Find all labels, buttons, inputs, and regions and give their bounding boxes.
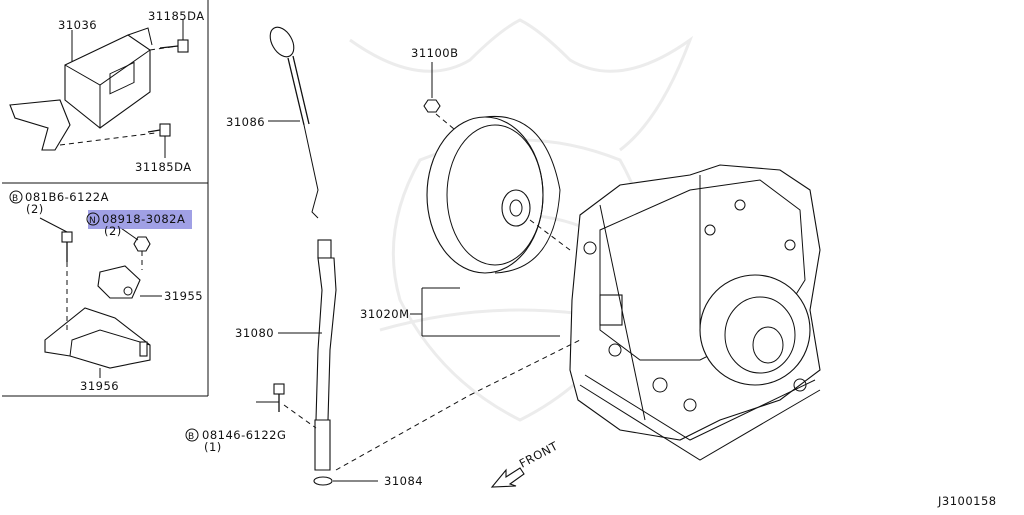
control-unit-31036[interactable]	[9, 27, 179, 151]
bolt-31185DA-top[interactable]	[159, 20, 189, 53]
diagram-id: J3100158	[937, 494, 997, 508]
bolt-31185DA-bottom[interactable]	[147, 123, 171, 158]
marker-08146: B	[188, 432, 195, 442]
torque-converter[interactable]	[426, 115, 571, 274]
bracket-31956[interactable]	[44, 307, 151, 378]
bolt-081B6[interactable]	[39, 217, 73, 330]
front-label: FRONT	[517, 438, 561, 470]
label-08146[interactable]: 08146-6122G	[202, 428, 286, 442]
label-31080[interactable]: 31080	[235, 326, 274, 340]
qty-08146: (1)	[204, 440, 222, 454]
front-arrow-icon	[490, 467, 525, 488]
n-marker-icon	[86, 212, 100, 226]
label-31036[interactable]: 31036	[58, 18, 97, 32]
label-31955[interactable]: 31955	[164, 289, 203, 303]
nut-08918[interactable]	[117, 225, 151, 270]
nut-31100B[interactable]	[423, 62, 461, 135]
dipstick-31086[interactable]	[265, 23, 319, 219]
label-31020M[interactable]: 31020M	[360, 307, 410, 321]
transaxle-31020M[interactable]	[569, 164, 821, 461]
b-marker-icon	[9, 190, 23, 204]
label-31956[interactable]: 31956	[80, 379, 119, 393]
qty-081B6: (2)	[26, 202, 44, 216]
leader-31020M	[335, 287, 581, 471]
label-08918[interactable]: 08918-3082A	[102, 212, 185, 226]
b-marker-icon-2	[185, 428, 199, 442]
o-ring-31084[interactable]	[313, 476, 378, 486]
bolt-08146[interactable]	[256, 383, 317, 429]
inset-panels	[2, 0, 209, 397]
label-31185DA-bottom[interactable]: 31185DA	[135, 160, 192, 174]
label-31086[interactable]: 31086	[226, 115, 265, 129]
label-31084[interactable]: 31084	[384, 474, 423, 488]
label-31185DA-top[interactable]: 31185DA	[148, 9, 205, 23]
label-081B6[interactable]: 081B6-6122A	[25, 190, 109, 204]
filler-tube-31080[interactable]	[278, 239, 337, 471]
label-31100B[interactable]: 31100B	[411, 46, 458, 60]
marker-081B6: B	[12, 194, 19, 204]
sensor-31955[interactable]	[97, 265, 162, 299]
selected-part-highlight	[88, 210, 192, 229]
marker-08918: N	[89, 216, 96, 226]
qty-08918: (2)	[104, 224, 122, 238]
